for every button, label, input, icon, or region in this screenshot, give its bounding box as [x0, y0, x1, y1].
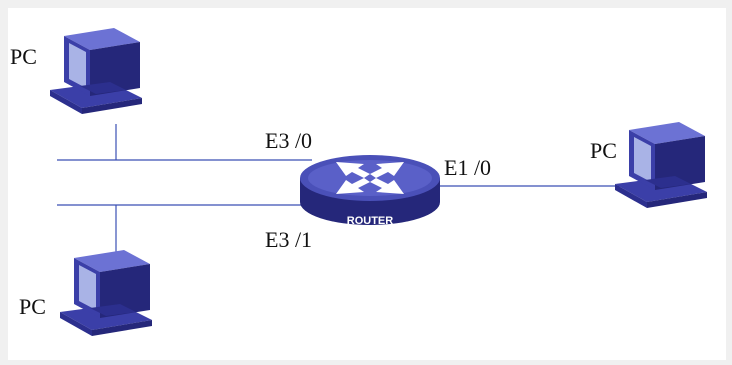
pc-bottom-left-label: PC	[19, 294, 46, 319]
network-links	[57, 124, 624, 252]
pc-top-left-label: PC	[10, 44, 37, 69]
interface-e3-0-label: E3 /0	[265, 128, 313, 153]
interface-e3-1-label: E3 /1	[265, 227, 313, 252]
router-label: ROUTER	[347, 215, 394, 227]
pc-right-label: PC	[590, 138, 617, 163]
interface-e1-0-label: E1 /0	[444, 155, 492, 180]
router-icon	[300, 155, 440, 225]
